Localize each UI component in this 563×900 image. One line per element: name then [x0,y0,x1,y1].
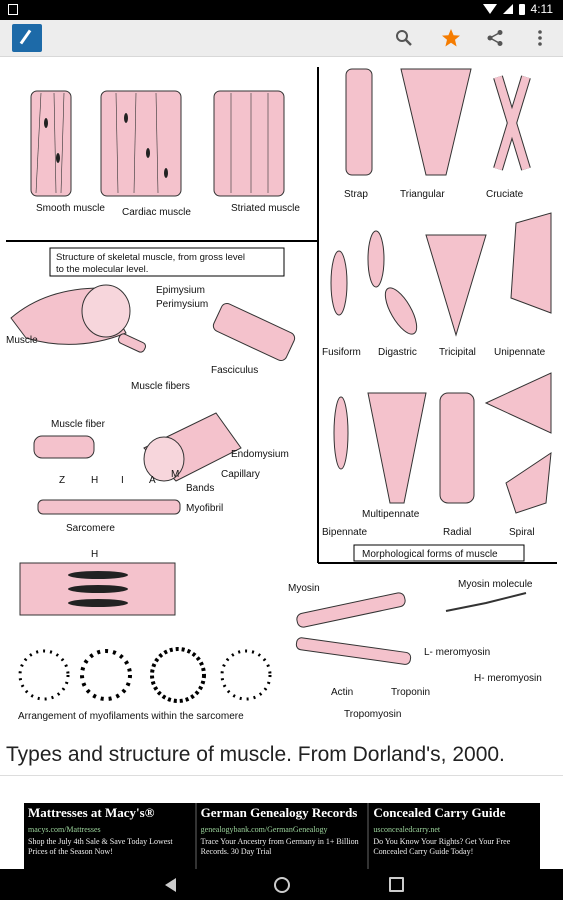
morph-unipennate: Unipennate [494,347,546,358]
label-epimysium: Epimysium [156,285,205,296]
morph-multipennate: Multipennate [362,509,420,520]
myofilament-cross-sections [18,647,272,703]
label-h-meromyosin: H- meromyosin [474,673,542,684]
ad-url[interactable]: genealogybank.com/GermanGenealogy [200,825,328,834]
ad-title[interactable]: German Genealogy Records [200,805,358,820]
label-arrangement: Arrangement of myofilaments within the s… [18,711,244,722]
ad-title[interactable]: Mattresses at Macy's® [28,805,155,820]
muscle-type-striated: Striated muscle [231,203,300,214]
ad-description: Do You Know Your Rights? Get Your Free C… [373,837,511,856]
ad-banner: Mattresses at Macy's® macys.com/Mattress… [24,803,540,869]
battery-icon [518,3,525,15]
ad-title[interactable]: Concealed Carry Guide [373,805,506,820]
app-logo-icon[interactable] [12,24,42,52]
muscle-bundle-drawing [10,284,296,515]
label-perimysium: Perimysium [156,299,208,310]
sarcomere-h-label: H [91,549,98,560]
label-endomysium: Endomysium [231,449,289,460]
label-fasciculus: Fasciculus [211,365,258,376]
muscle-diagram[interactable]: Smooth muscle Cardiac muscle Striated mu… [6,63,557,733]
morph-tricipital: Tricipital [439,347,476,358]
morph-title: Morphological forms of muscle [362,549,498,560]
muscle-type-cardiac: Cardiac muscle [122,207,191,218]
morph-radial: Radial [443,527,471,538]
label-myosin: Myosin [288,583,320,594]
caption-divider [0,775,563,776]
back-icon[interactable] [165,878,176,892]
home-icon[interactable] [274,877,290,893]
status-icons: 4:11 [482,2,553,16]
sarcomere-detail-drawing [19,562,176,616]
star-icon[interactable] [437,24,465,52]
band-i: I [121,475,124,486]
morph-forms-drawings [330,68,552,514]
status-time: 4:11 [530,2,553,16]
morph-bipennate: Bipennate [322,527,367,538]
label-l-meromyosin: L- meromyosin [424,647,490,658]
notification-icon [8,4,18,15]
more-vert-icon[interactable] [526,24,554,52]
ad-item[interactable]: German Genealogy Records genealogybank.c… [197,803,370,869]
label-troponin: Troponin [391,687,430,698]
search-icon[interactable] [390,24,418,52]
myosin-actin-drawing [295,592,527,665]
signal-icon [502,4,513,14]
morph-triangular: Triangular [400,189,445,200]
label-muscle-fiber: Muscle fiber [51,419,106,430]
morph-cruciate: Cruciate [486,189,524,200]
label-capillary: Capillary [221,469,260,480]
wifi-icon [482,4,497,14]
label-bands: Bands [186,483,214,494]
band-h: H [91,475,98,486]
label-actin: Actin [331,687,353,698]
label-muscle-fibers: Muscle fibers [131,381,190,392]
structure-title-line1: Structure of skeletal muscle, from gross… [56,252,245,263]
system-nav-bar [0,869,563,900]
ad-description: Shop the July 4th Sale & Save Today Lowe… [28,837,173,856]
band-a: A [149,475,156,486]
ad-item[interactable]: Concealed Carry Guide usconcealedcarry.n… [369,803,540,869]
ad-url[interactable]: macys.com/Mattresses [28,825,101,834]
ad-description: Trace Your Ancestry from Germany in 1+ B… [200,837,359,856]
label-tropomyosin: Tropomyosin [344,709,401,720]
band-m: M [171,469,179,480]
striated-muscle-drawing [213,90,285,197]
structure-title-line2: to the molecular level. [56,264,148,275]
app-toolbar [0,20,563,57]
morph-digastric: Digastric [378,347,417,358]
smooth-muscle-drawing [30,90,72,197]
label-muscle: Muscle [6,335,38,346]
morph-spiral: Spiral [509,527,535,538]
ad-item[interactable]: Mattresses at Macy's® macys.com/Mattress… [24,803,197,869]
label-myosin-molecule: Myosin molecule [458,579,533,590]
cardiac-muscle-drawing [100,90,182,197]
morph-fusiform: Fusiform [322,347,361,358]
label-sarcomere: Sarcomere [66,523,115,534]
morph-strap: Strap [344,189,368,200]
recent-apps-icon[interactable] [389,877,404,892]
ad-url[interactable]: usconcealedcarry.net [373,825,441,834]
muscle-type-smooth: Smooth muscle [36,203,105,214]
share-icon[interactable] [481,24,509,52]
label-myofibril: Myofibril [186,503,223,514]
status-bar: 4:11 [0,0,563,20]
band-z: Z [59,475,65,486]
figure-caption: Types and structure of muscle. From Dorl… [6,743,505,766]
article-content: Smooth muscle Cardiac muscle Striated mu… [0,57,563,800]
